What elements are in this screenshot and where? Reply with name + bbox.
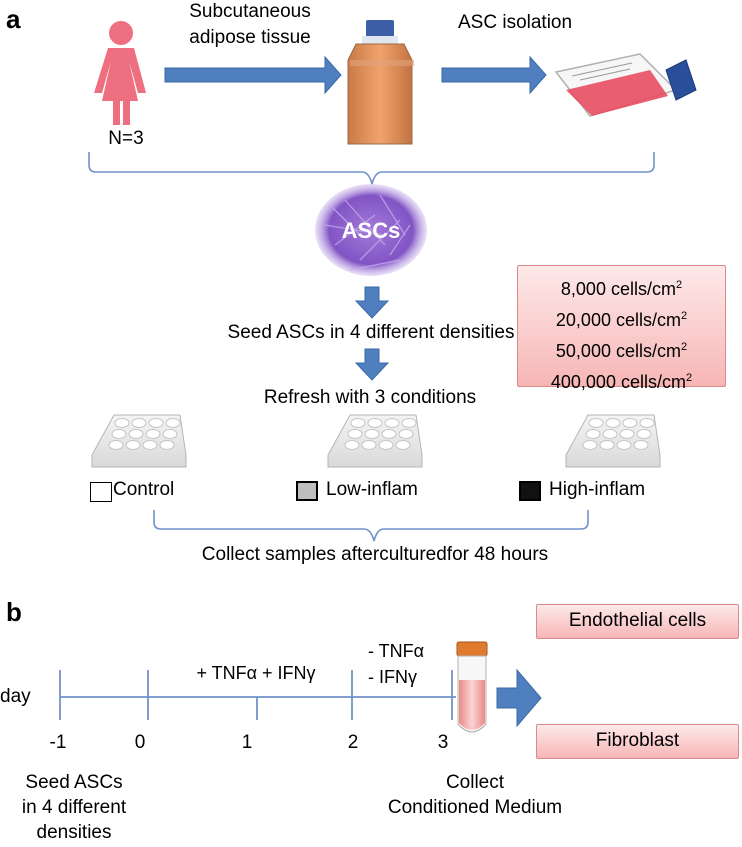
timeline-ticks [59,670,453,720]
density-unit-exponent: 2 [675,279,683,291]
tick-label-3: 3 [437,732,449,753]
arrow-to-targets [496,668,542,728]
low-inflam-label: Low-inflam [326,479,418,500]
well-plate-image [91,414,187,468]
well-plate-image [565,414,661,468]
fibroblast-label: Fibroblast [595,730,680,751]
subcutaneous-label: Subcutaneous [189,1,311,22]
well-plates [91,414,661,468]
seed-line-1: Seed ASCs [25,772,123,793]
asc-isolation-label: ASC isolation [458,12,573,33]
density-item: 8,000 cells/cm2 [518,272,725,303]
density-item: 400,000 cells/cm2 [518,365,725,396]
person-icon [94,21,146,125]
density-unit-exponent: 2 [680,310,688,322]
conditioned-medium-tube [456,641,488,733]
tick-label-minus1: -1 [49,732,67,753]
tick-label-2: 2 [347,732,359,753]
culture-flask-image [554,53,697,117]
endothelial-cells-label: Endothelial cells [568,610,707,631]
tick-label-1: 1 [241,732,253,753]
treatment-remove-ifn: - IFNγ [368,667,417,687]
treatment-remove-tnf: - TNFα [368,641,425,661]
density-item: 50,000 cells/cm2 [518,334,725,365]
tick-label-0: 0 [134,732,146,753]
high-inflam-label: High-inflam [549,479,646,500]
collect-line-2: Conditioned Medium [387,797,563,818]
asc-cell-label: ASCs [341,218,401,243]
panel-b-label: b [6,597,22,627]
control-label: Control [113,479,175,500]
down-arrow-refresh [354,348,390,381]
top-brace [88,152,655,185]
endothelial-cells-box: Endothelial cells [536,604,739,639]
density-unit-exponent: 2 [680,341,688,353]
seed-line-3: densities [36,822,112,843]
density-unit-exponent: 2 [685,372,693,384]
asc-cell-image [315,184,427,276]
bottom-brace [153,510,589,542]
high-inflam-swatch [519,481,541,501]
density-value: 50,000 cells/cm [555,341,681,361]
seed-densities-label: Seed ASCs in 4 different densities [227,322,515,343]
treatment-add-label: + TNFα + IFNγ [196,663,316,683]
density-value: 20,000 cells/cm [555,310,681,330]
fibroblast-box: Fibroblast [536,724,739,759]
day-axis-label: day [0,686,31,707]
density-item: 20,000 cells/cm2 [518,303,725,334]
collect-line-1: Collect [445,772,505,793]
adipose-tissue-label: adipose tissue [189,27,311,48]
refresh-conditions-label: Refresh with 3 conditions [263,387,477,408]
adipose-bottle-image [347,20,414,145]
density-value: 400,000 cells/cm [550,372,686,392]
low-inflam-swatch [296,481,318,501]
well-plate-image [327,414,423,468]
seed-line-2: in 4 different [21,797,127,818]
density-value: 8,000 cells/cm [560,279,676,299]
arrow-to-flask [441,55,547,95]
control-swatch [90,482,112,502]
down-arrow-seed [354,286,390,319]
panel-a-label: a [6,4,21,34]
arrow-to-bottle [164,55,342,95]
n-count-label: N=3 [108,128,144,149]
collect-samples-label: Collect samples afterculturedfor 48 hour… [201,544,549,565]
